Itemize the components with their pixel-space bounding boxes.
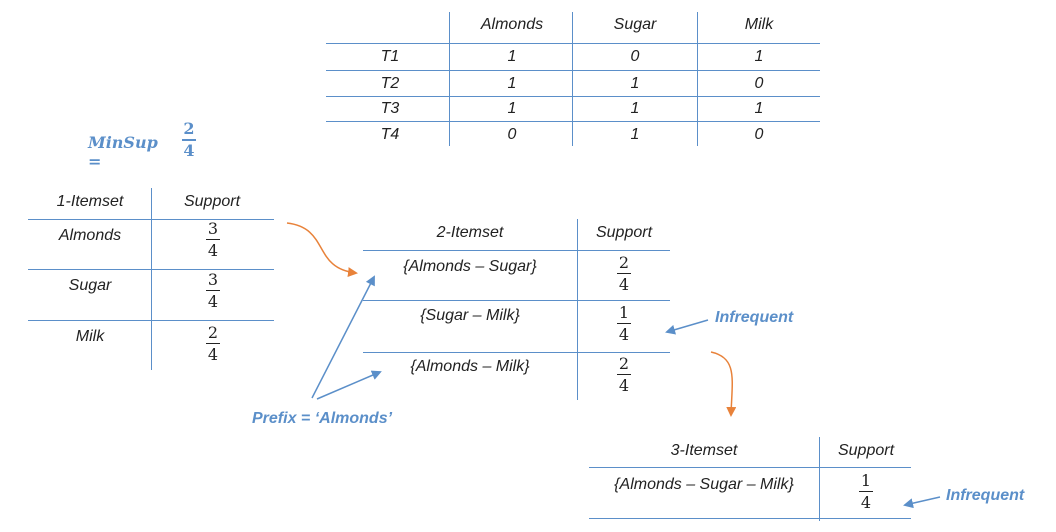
prefix-arrow (311, 275, 375, 399)
fraction-bar (859, 491, 873, 492)
minsup-fraction: 2 4 (180, 120, 198, 160)
itemset1-item: Sugar (68, 277, 112, 294)
infrequent-label: Infrequent (715, 309, 794, 326)
itemset3-support: 1 4 (851, 472, 881, 512)
itemset3-divider (819, 437, 820, 521)
support-numerator: 2 (618, 253, 630, 272)
support-numerator: 1 (860, 471, 872, 490)
tx-divider (572, 12, 573, 146)
tx-cell: 1 (754, 100, 764, 117)
itemset2-item: {Almonds – Milk} (410, 358, 530, 375)
itemset2-rule (363, 250, 670, 251)
support-numerator: 2 (618, 354, 630, 373)
itemset2-header-item: 2-Itemset (436, 224, 504, 241)
itemset3-header-support: Support (837, 442, 895, 459)
prefix-label: Prefix = ‘Almonds’ (252, 410, 393, 427)
itemset2-divider (577, 219, 578, 400)
itemset2-item: {Sugar – Milk} (420, 307, 520, 324)
itemset2-rule (363, 352, 670, 353)
tx-row-id: T3 (380, 100, 400, 117)
fraction-bar (206, 343, 220, 344)
support-denominator: 4 (207, 241, 219, 260)
infrequent-arrow (665, 319, 709, 335)
itemset1-header-support: Support (183, 193, 241, 210)
prefix-arrow (316, 370, 382, 400)
itemset1-header-item: 1-Itemset (56, 193, 124, 210)
tx-cell: 1 (507, 75, 517, 92)
tx-header-milk: Milk (744, 16, 774, 33)
fraction-bar (206, 290, 220, 291)
itemset1-item: Milk (75, 328, 105, 345)
itemset3-item: {Almonds – Sugar – Milk} (614, 476, 794, 493)
tx-header-sugar: Sugar (613, 16, 657, 33)
tx-row-id: T2 (380, 75, 400, 92)
flow-arrow-1-to-2 (286, 222, 358, 278)
itemset1-divider (151, 188, 152, 370)
tx-divider (449, 12, 450, 146)
support-denominator: 4 (618, 275, 630, 294)
tx-row-id: T4 (380, 126, 400, 143)
tx-cell: 0 (754, 75, 764, 92)
itemset1-support: 2 4 (198, 324, 228, 364)
tx-cell: 0 (507, 126, 517, 143)
support-denominator: 4 (207, 345, 219, 364)
fraction-bar (617, 273, 631, 274)
itemset3-header-item: 3-Itemset (670, 442, 738, 459)
itemset2-header-support: Support (595, 224, 653, 241)
support-denominator: 4 (618, 325, 630, 344)
tx-cell: 1 (630, 75, 640, 92)
tx-cell: 1 (754, 48, 764, 65)
fraction-bar (182, 139, 196, 141)
tx-cell: 0 (630, 48, 640, 65)
tx-row-id: T1 (380, 48, 400, 65)
tx-rule (326, 121, 820, 122)
itemset1-support: 3 4 (198, 271, 228, 311)
fraction-bar (617, 374, 631, 375)
tx-cell: 1 (630, 126, 640, 143)
tx-cell: 1 (507, 48, 517, 65)
infrequent-label: Infrequent (946, 487, 1025, 504)
tx-rule (326, 70, 820, 71)
tx-divider (697, 12, 698, 146)
support-denominator: 4 (860, 493, 872, 512)
itemset3-rule (589, 518, 911, 519)
support-numerator: 3 (207, 219, 219, 238)
tx-cell: 0 (754, 126, 764, 143)
support-numerator: 1 (618, 303, 630, 322)
support-denominator: 4 (618, 376, 630, 395)
fraction-bar (206, 239, 220, 240)
itemset1-item: Almonds (58, 227, 122, 244)
minsup-denominator: 4 (183, 141, 195, 160)
itemset2-support: 2 4 (609, 355, 639, 395)
tx-rule (326, 96, 820, 97)
fraction-bar (617, 323, 631, 324)
itemset1-support: 3 4 (198, 220, 228, 260)
itemset2-support: 1 4 (609, 304, 639, 344)
itemset3-rule (589, 467, 911, 468)
itemset2-item: {Almonds – Sugar} (403, 258, 537, 275)
tx-cell: 1 (507, 100, 517, 117)
tx-cell: 1 (630, 100, 640, 117)
itemset2-support: 2 4 (609, 254, 639, 294)
tx-header-almonds: Almonds (480, 16, 544, 33)
tx-rule (326, 43, 820, 44)
infrequent-arrow (903, 496, 941, 509)
minsup-numerator: 2 (183, 119, 195, 138)
support-numerator: 2 (207, 323, 219, 342)
support-denominator: 4 (207, 292, 219, 311)
minsup-label: MinSup = (88, 133, 158, 171)
itemset2-rule (363, 300, 670, 301)
flow-arrow-2-to-3 (710, 351, 737, 417)
support-numerator: 3 (207, 270, 219, 289)
